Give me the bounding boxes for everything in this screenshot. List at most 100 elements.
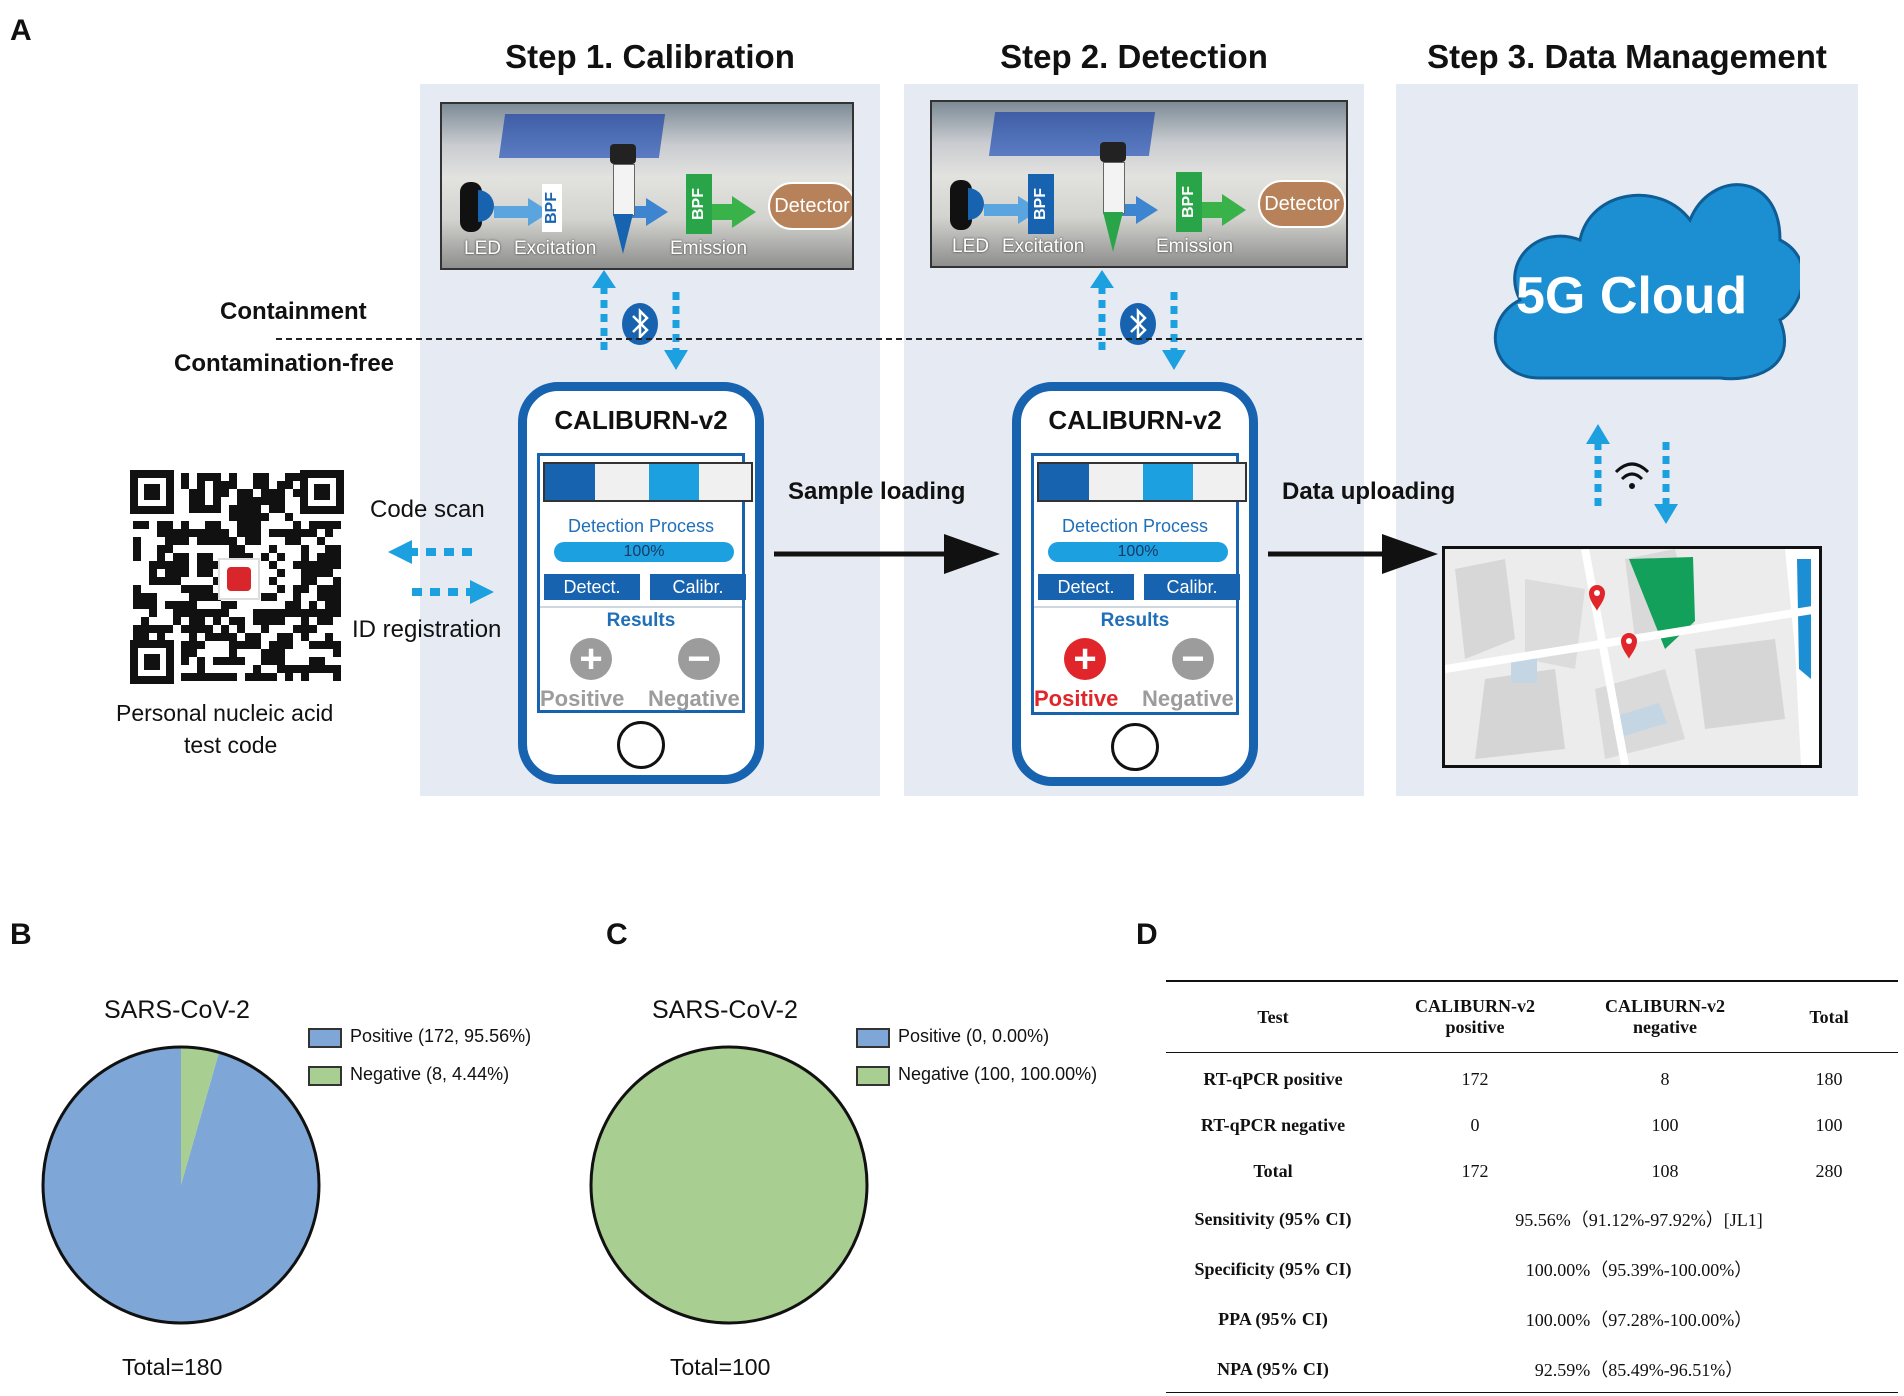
calibrate-button[interactable]: Calibr. [650, 574, 746, 600]
detection-process-label: Detection Process [567, 516, 715, 536]
qr-module [261, 481, 269, 489]
qr-module [277, 657, 285, 665]
qr-module [261, 617, 269, 625]
qr-module [229, 601, 237, 609]
emission-label: Emission [1156, 236, 1234, 257]
pie-c-total: Total=100 [670, 1354, 771, 1380]
qr-module [205, 553, 213, 561]
calibrate-button[interactable]: Calibr. [1144, 574, 1240, 600]
qr-module [309, 529, 317, 537]
qr-module [213, 577, 221, 585]
table-cell: 108 [1651, 1160, 1679, 1181]
qr-module [325, 593, 333, 601]
qr-module [181, 473, 189, 481]
qr-module [253, 609, 261, 617]
qr-module [245, 673, 253, 681]
qr-module [189, 585, 197, 593]
qr-module [237, 553, 245, 561]
cloud-label: 5G Cloud [1516, 267, 1748, 325]
qr-module [301, 553, 309, 561]
qr-module [293, 521, 301, 529]
qr-module [221, 601, 229, 609]
qr-module [237, 617, 245, 625]
qr-module [277, 641, 285, 649]
qr-module [261, 513, 269, 521]
qr-module [301, 585, 309, 593]
qr-module [181, 585, 189, 593]
qr-module [253, 617, 261, 625]
qr-module [213, 593, 221, 601]
qr-module [285, 633, 293, 641]
qr-module [133, 593, 141, 601]
pie-b-title: SARS-CoV-2 [104, 996, 250, 1024]
step3-title: Step 3. Data Management [1427, 38, 1827, 75]
qr-module [237, 529, 245, 537]
phone-app-title: CALIBURN-v2 [554, 405, 728, 435]
qr-module [301, 609, 309, 617]
bluetooth-icon [1120, 303, 1156, 345]
led-emitter [968, 188, 984, 220]
qr-module [205, 625, 213, 633]
qr-module [317, 665, 325, 673]
positive-result-label: Positive [1034, 686, 1119, 711]
step2-title: Step 2. Detection [1000, 38, 1268, 75]
table-cell: 92.59%（85.49%-96.51%） [1534, 1360, 1744, 1380]
qr-module [229, 649, 237, 657]
qr-module [293, 665, 301, 673]
qr-module [261, 473, 269, 481]
qr-module [277, 481, 285, 489]
led-emitter [478, 190, 494, 222]
legend-negative-b: Negative (8, 4.44%) [350, 1064, 510, 1084]
qr-module [205, 569, 213, 577]
qr-module [253, 665, 261, 673]
qr-module [205, 593, 213, 601]
qr-module [221, 625, 229, 633]
qr-module [309, 657, 317, 665]
bluetooth-link-2 [1090, 270, 1186, 370]
qr-module [213, 497, 221, 505]
qr-module [157, 521, 165, 529]
qr-module [333, 641, 341, 649]
home-button[interactable] [617, 721, 665, 769]
qr-module [261, 489, 269, 497]
map-illustration [1445, 549, 1819, 765]
qr-module [181, 657, 189, 665]
qr-module [253, 473, 261, 481]
bpf-filter-excitation: BPF [1028, 174, 1054, 234]
qr-module [293, 609, 301, 617]
detect-button[interactable]: Detect. [544, 574, 640, 600]
qr-module [197, 537, 205, 545]
qr-module [333, 609, 341, 617]
qr-module [189, 617, 197, 625]
qr-module [197, 657, 205, 665]
qr-module [189, 601, 197, 609]
qr-module [245, 537, 253, 545]
qr-module [261, 649, 269, 657]
qr-module [333, 593, 341, 601]
qr-module [277, 649, 285, 657]
qr-module [333, 553, 341, 561]
qr-module [229, 617, 237, 625]
qr-caption-line-2: test code [184, 732, 278, 758]
table-row: NPA (95% CI) 92.59%（85.49%-96.51%） [1166, 1344, 1898, 1394]
qr-module [333, 665, 341, 673]
qr-module [325, 601, 333, 609]
qr-module [181, 561, 189, 569]
qr-module [309, 561, 317, 569]
qr-module [229, 537, 237, 545]
pie-outline [589, 1045, 869, 1325]
data-uploading-arrow [1268, 534, 1438, 574]
legend-swatch-positive [308, 1028, 342, 1048]
home-button[interactable] [1111, 723, 1159, 771]
qr-module [213, 505, 221, 513]
qr-module [237, 657, 245, 665]
qr-module [333, 649, 341, 657]
qr-module [269, 617, 277, 625]
qr-module [205, 537, 213, 545]
qr-module [325, 561, 333, 569]
pie-slice-negative [591, 1047, 867, 1323]
qr-module [149, 625, 157, 633]
qr-module [269, 545, 277, 553]
detect-button[interactable]: Detect. [1038, 574, 1134, 600]
qr-module [253, 673, 261, 681]
